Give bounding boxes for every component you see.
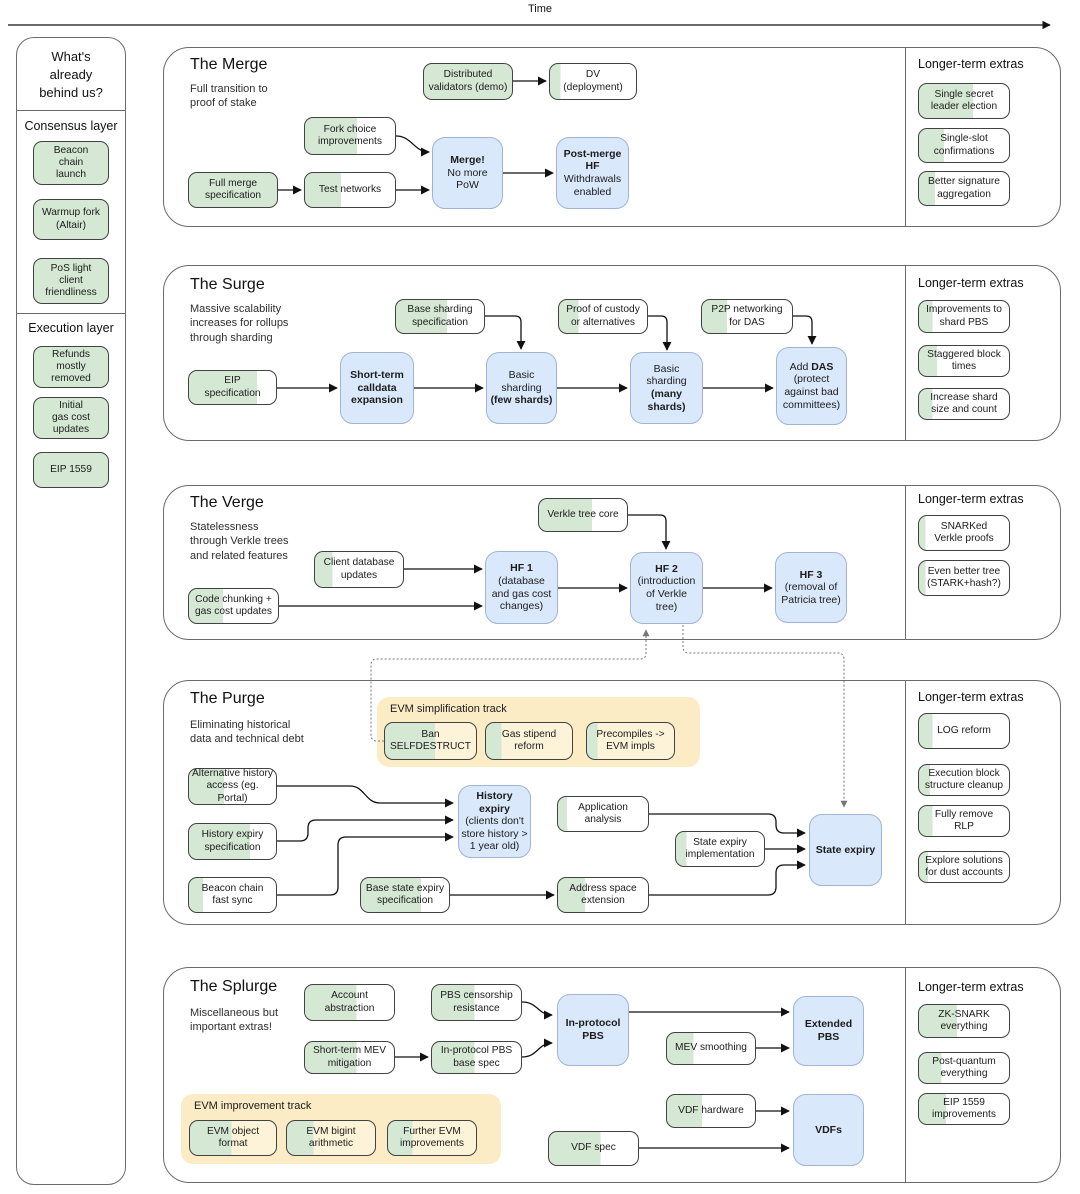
node-eip-specification: EIP specification [188,370,277,405]
extra-fully-remove-rlp: Fully remove RLP [918,805,1010,837]
node-vdf-hardware: VDF hardware [666,1094,756,1128]
section-frame-surge [163,265,1061,441]
extra-better-signature-aggregation: Better signature aggregation [918,171,1010,206]
purge-subtitle: Eliminating historical data and technica… [190,719,304,746]
splurge-subtitle: Miscellaneous but important extras! [190,1007,279,1034]
milestone-add-das: Add DAS (protect against bad committees) [776,347,847,425]
done-refunds-removed: Refunds mostly removed [33,346,109,388]
extra-single-secret-leader-election: Single secret leader election [918,83,1010,119]
node-in-protocol-pbs-base-spec: In-protocol PBS base spec [431,1041,522,1074]
surge-extras-title: Longer-term extras [918,276,1024,290]
milestone-short-term-calldata: Short-term calldata expansion [340,352,414,424]
node-pbs-censorship-resistance: PBS censorship resistance [431,984,522,1021]
milestone-in-protocol-pbs: In-protocol PBS [557,994,629,1066]
extra-single-slot-confirmations: Single-slot confirmations [918,128,1010,163]
splurge-extras-divider [905,968,906,1182]
sidebar-heading-execution: Execution layer [28,321,114,335]
node-mev-smoothing: MEV smoothing [666,1032,756,1065]
node-address-space-extension: Address space extension [557,877,649,913]
node-history-expiry-specification: History expiry specification [188,823,277,860]
node-distributed-validators: Distributed validators (demo) [423,63,513,100]
surge-subtitle: Massive scalability increases for rollup… [190,303,289,344]
milestone-hf2: HF 2 (introduction of Verkle tree) [630,552,703,624]
time-axis-label: Time [527,3,553,15]
milestone-basic-sharding-many: Basic sharding (many shards) [630,352,703,424]
section-frame-merge [163,47,1061,227]
milestone-vdfs: VDFs [793,1094,864,1166]
purge-title: The Purge [190,690,265,707]
node-client-database-updates: Client database updates [314,551,404,588]
milestone-history-expiry: History expiry (clients don't store hist… [458,785,531,858]
extra-execution-block-cleanup: Execution block structure cleanup [918,764,1010,796]
node-account-abstraction: Account abstraction [304,984,395,1021]
milestone-state-expiry: State expiry [809,814,882,886]
node-dv-deployment: DV (deployment) [549,63,637,100]
verge-extras-title: Longer-term extras [918,492,1024,506]
milestone-post-merge-hf: Post-merge HF Withdrawals enabled [556,137,629,209]
node-test-networks: Test networks [304,172,396,208]
node-proof-of-custody: Proof of custody or alternatives [558,299,648,334]
node-beacon-chain-fast-sync: Beacon chain fast sync [188,877,277,913]
milestone-basic-sharding-few: Basic sharding (few shards) [486,352,557,424]
node-base-sharding-specification: Base sharding specification [395,299,485,334]
extra-eip-1559-improvements: EIP 1559 improvements [918,1093,1010,1125]
node-application-analysis: Application analysis [557,796,649,832]
node-fork-choice-improvements: Fork choice improvements [304,117,396,155]
extra-improvements-shard-pbs: Improvements to shard PBS [918,300,1010,333]
node-gas-stipend-reform: Gas stipend reform [485,722,573,760]
splurge-extras-title: Longer-term extras [918,980,1024,994]
node-further-evm-improvements: Further EVM improvements [387,1120,477,1156]
sidebar-panel [16,37,126,1185]
sidebar-divider-1 [16,110,126,111]
verge-extras-divider [905,486,906,639]
extra-even-better-tree: Even better tree (STARK+hash?) [918,560,1010,596]
merge-extras-title: Longer-term extras [918,57,1024,71]
node-state-expiry-implementation: State expiry implementation [675,831,765,867]
milestone-extended-pbs: Extended PBS [793,996,864,1066]
milestone-merge: Merge! No more PoW [432,137,503,209]
done-initial-gas-cost: Initial gas cost updates [33,397,109,439]
node-evm-object-format: EVM object format [189,1120,277,1156]
extra-post-quantum-everything: Post-quantum everything [918,1052,1010,1084]
done-warmup-fork-altair: Warmup fork (Altair) [33,199,109,240]
evm-simplification-track-label: EVM simplification track [390,703,507,715]
milestone-hf1: HF 1 (database and gas cost changes) [485,551,558,624]
done-beacon-chain-launch: Beacon chain launch [33,141,109,185]
done-eip-1559: EIP 1559 [33,452,109,488]
milestone-hf3: HF 3 (removal of Patricia tree) [775,552,847,623]
splurge-title: The Splurge [190,978,278,995]
node-code-chunking: Code chunking + gas cost updates [188,588,279,624]
extra-zk-snark-everything: ZK-SNARK everything [918,1004,1010,1038]
purge-extras-title: Longer-term extras [918,690,1024,704]
node-alternative-history-access: Alternative history access (eg. Portal) [188,768,277,805]
node-base-state-expiry-spec: Base state expiry specification [360,877,450,913]
extra-log-reform: LOG reform [918,713,1010,749]
verge-subtitle: Statelessness through Verkle trees and r… [190,521,289,562]
node-ban-selfdestruct: Ban SELFDESTRUCT [384,722,477,760]
node-verkle-tree-core: Verkle tree core [538,498,628,532]
node-full-merge-specification: Full merge specification [188,172,278,208]
section-frame-splurge [163,967,1061,1183]
merge-subtitle: Full transition to proof of stake [190,83,268,110]
node-precompiles-evm-impls: Precompiles -> EVM impls [586,722,675,760]
node-p2p-networking-das: P2P networking for DAS [701,299,793,334]
sidebar-heading-consensus: Consensus layer [24,119,118,133]
extra-staggered-block-times: Staggered block times [918,345,1010,377]
surge-extras-divider [905,266,906,440]
sidebar-divider-2 [16,313,126,314]
surge-title: The Surge [190,276,265,293]
done-pos-light-client: PoS light client friendliness [33,258,109,304]
sidebar-title: What's already behind us? [39,49,103,101]
evm-improvement-track-label: EVM improvement track [194,1100,312,1112]
merge-extras-divider [905,48,906,226]
extra-increase-shard-size: Increase shard size and count [918,388,1010,420]
node-short-term-mev-mitigation: Short-term MEV mitigation [304,1041,395,1074]
node-vdf-spec: VDF spec [548,1131,639,1166]
node-evm-bigint-arithmetic: EVM bigint arithmetic [286,1120,376,1156]
merge-title: The Merge [190,56,268,73]
extra-snarked-verkle-proofs: SNARKed Verkle proofs [918,515,1010,551]
purge-extras-divider [905,681,906,924]
extra-explore-dust-accounts: Explore solutions for dust accounts [918,851,1010,883]
verge-title: The Verge [190,494,264,511]
